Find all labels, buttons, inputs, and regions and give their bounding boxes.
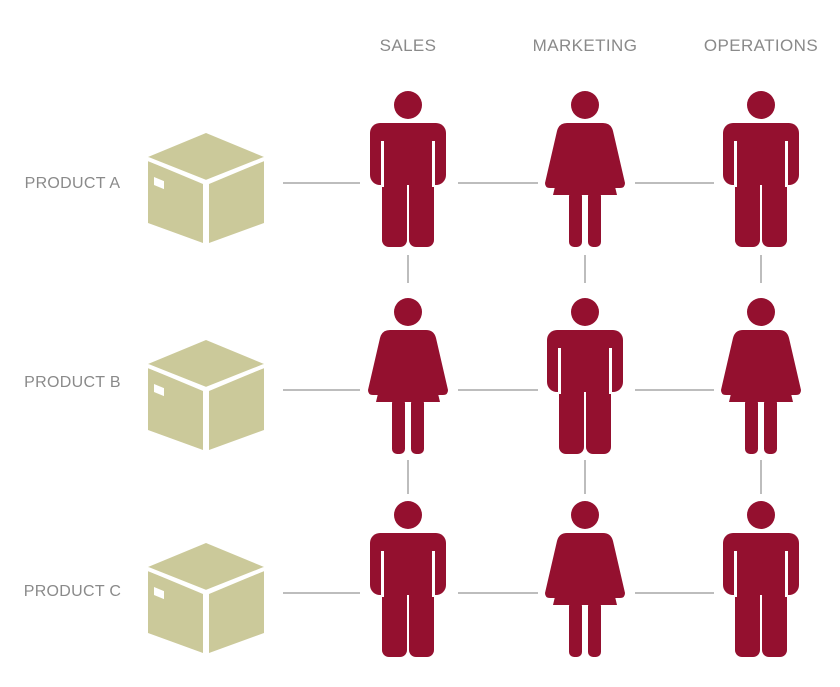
male-icon [721, 91, 801, 247]
column-header-operations: OPERATIONS [703, 36, 819, 55]
connector-line [458, 389, 538, 391]
box-icon [144, 78, 268, 245]
connector-line [760, 460, 762, 494]
female-icon [721, 298, 801, 454]
column-header-sales: SALES [379, 36, 437, 55]
connector-line [458, 182, 538, 184]
male-icon [721, 501, 801, 657]
connector-line [283, 592, 360, 594]
row-label-product-a: PRODUCT A [24, 175, 121, 192]
male-icon [368, 91, 448, 247]
female-icon [368, 298, 448, 454]
female-icon [545, 91, 625, 247]
connector-line [407, 255, 409, 283]
connector-line [635, 389, 714, 391]
connector-line [458, 592, 538, 594]
connector-line [283, 389, 360, 391]
column-header-marketing: MARKETING [532, 36, 638, 55]
connector-line [635, 592, 714, 594]
connector-line [760, 255, 762, 283]
male-icon [545, 298, 625, 454]
connector-line [635, 182, 714, 184]
connector-line [283, 182, 360, 184]
connector-line [407, 460, 409, 494]
female-icon [545, 501, 625, 657]
connector-line [584, 255, 586, 283]
box-icon [144, 285, 268, 452]
connector-line [584, 460, 586, 494]
male-icon [368, 501, 448, 657]
box-icon [144, 488, 268, 655]
row-label-product-b: PRODUCT B [24, 374, 121, 391]
row-label-product-c: PRODUCT C [23, 583, 122, 600]
